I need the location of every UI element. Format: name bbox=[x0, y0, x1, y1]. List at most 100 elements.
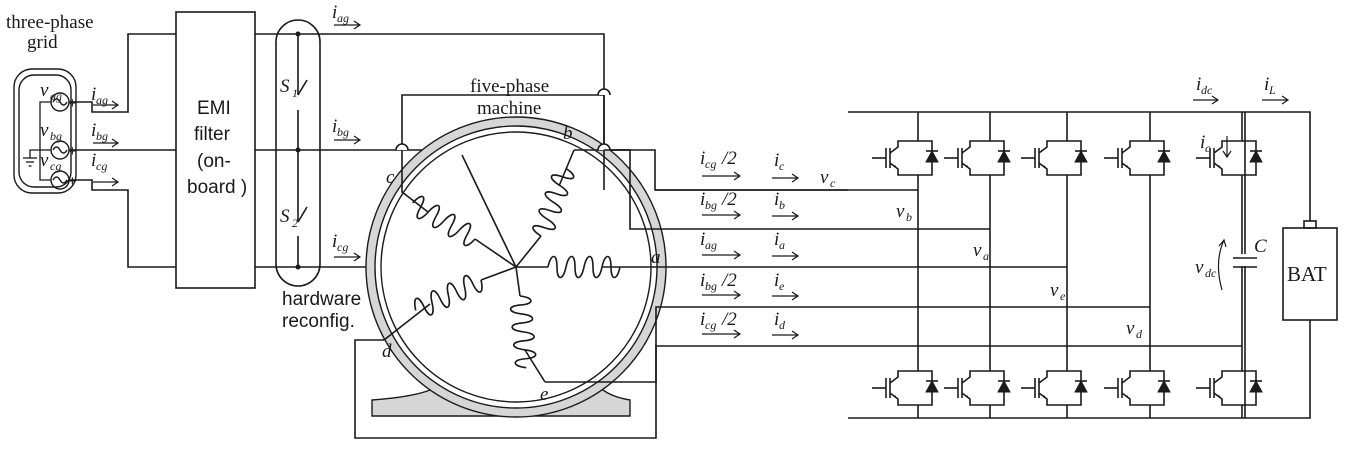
current-label: i bbox=[91, 84, 96, 105]
dc-current-ic: i c bbox=[1200, 132, 1232, 159]
voltage-label: v bbox=[820, 167, 829, 188]
source-label: v bbox=[40, 120, 49, 141]
terminal-e: e bbox=[540, 384, 548, 405]
polarity-plus: + bbox=[68, 143, 77, 160]
grid-title-line1: three-phase bbox=[6, 12, 94, 33]
grid-title-line2: grid bbox=[27, 32, 58, 53]
source-subscript: ag bbox=[50, 89, 62, 103]
line-current-icg: i cg bbox=[332, 231, 362, 262]
voltage-label: v bbox=[1195, 257, 1204, 278]
phase-current-d: i d bbox=[772, 309, 800, 340]
winding-a bbox=[547, 255, 848, 279]
igbt-upper-2 bbox=[944, 135, 1011, 176]
igbt-upper-1 bbox=[872, 135, 939, 176]
current-tail: /2 bbox=[721, 189, 737, 210]
terminal-a: a bbox=[651, 247, 661, 268]
current-label: i bbox=[774, 189, 779, 210]
line-current-ibg: i bg bbox=[332, 116, 362, 145]
voltage-label: v bbox=[1126, 318, 1135, 339]
current-label: i bbox=[700, 270, 705, 291]
current-subscript: c bbox=[1205, 141, 1211, 155]
winding-b bbox=[532, 167, 575, 237]
current-subscript: bg bbox=[705, 198, 717, 212]
emi-label-1: EMI bbox=[197, 98, 231, 119]
battery: BAT bbox=[1282, 220, 1338, 321]
phase-voltage-b: v b bbox=[896, 201, 912, 224]
voltage-subscript: e bbox=[1060, 289, 1066, 303]
switch-label: S bbox=[280, 206, 290, 227]
branch-current-c: i cg /2 bbox=[700, 148, 742, 181]
winding-e bbox=[509, 295, 537, 369]
machine-label-1: five-phase bbox=[470, 76, 549, 97]
winding-d bbox=[414, 274, 483, 316]
phase-voltage-c: v c bbox=[820, 167, 836, 190]
current-subscript: e bbox=[779, 279, 785, 293]
source-label: v bbox=[40, 150, 49, 171]
source-subscript: cg bbox=[50, 159, 61, 173]
current-subscript: c bbox=[779, 159, 785, 173]
current-label: i bbox=[774, 309, 779, 330]
dc-current-iL: i L bbox=[1262, 74, 1290, 105]
voltage-subscript: d bbox=[1136, 327, 1143, 341]
igbt-upper-3 bbox=[1021, 135, 1088, 176]
igbt-upper-5 bbox=[1196, 135, 1263, 176]
terminal-d: d bbox=[382, 341, 392, 362]
igbt-lower-4 bbox=[1104, 365, 1171, 406]
emi-filter: EMI filter (on- board ) bbox=[175, 11, 256, 289]
line-current-iag: i ag bbox=[332, 2, 362, 30]
current-subscript: d bbox=[779, 318, 786, 332]
phase-current-e: i e bbox=[772, 270, 800, 301]
current-label: i bbox=[700, 309, 705, 330]
capacitor-label: C bbox=[1254, 236, 1267, 257]
current-label: i bbox=[91, 120, 96, 141]
switch-subscript: 2 bbox=[292, 216, 298, 230]
current-label: i bbox=[700, 189, 705, 210]
current-label: i bbox=[91, 150, 96, 171]
current-subscript: a bbox=[779, 238, 785, 252]
current-subscript: cg bbox=[337, 240, 348, 254]
current-subscript: L bbox=[1268, 83, 1276, 97]
phase-voltage-e: v e bbox=[1050, 280, 1066, 303]
five-leg-inverter bbox=[848, 111, 1311, 419]
voltage-subscript: c bbox=[830, 176, 836, 190]
emi-label-2: filter bbox=[194, 124, 231, 145]
branch-current-e: i bg /2 bbox=[700, 270, 742, 300]
phase-current-a: i a bbox=[772, 229, 800, 261]
phase-current-c: i c bbox=[772, 150, 800, 183]
igbt-lower-1 bbox=[872, 365, 939, 406]
current-label: i bbox=[700, 229, 705, 250]
five-phase-machine: five-phase machine a b c bbox=[365, 76, 848, 418]
current-tail: /2 bbox=[721, 148, 737, 169]
current-label: i bbox=[332, 2, 337, 23]
ground-icon bbox=[23, 157, 37, 167]
source-vag: v ag + bbox=[40, 80, 77, 112]
voltage-subscript: dc bbox=[1205, 266, 1217, 280]
current-subscript: ag bbox=[705, 238, 717, 252]
current-subscript: cg bbox=[96, 159, 107, 173]
winding-c bbox=[412, 195, 476, 247]
current-label: i bbox=[332, 231, 337, 252]
hw-label-2: reconfig. bbox=[282, 311, 355, 332]
current-label: i bbox=[700, 148, 705, 169]
phase-voltage-a: v a bbox=[973, 240, 989, 263]
current-label: i bbox=[774, 150, 779, 171]
switch-s2: S 2 bbox=[280, 150, 308, 267]
igbt-upper-4 bbox=[1104, 135, 1171, 176]
current-subscript: ag bbox=[337, 11, 349, 25]
voltage-label: v bbox=[896, 201, 905, 222]
grid-current-icg: i cg bbox=[91, 150, 120, 187]
source-subscript: bg bbox=[50, 129, 62, 143]
battery-label: BAT bbox=[1287, 262, 1327, 286]
current-subscript: bg bbox=[337, 125, 349, 139]
current-subscript: dc bbox=[1201, 83, 1213, 97]
grid-current-iag: i ag bbox=[91, 84, 120, 110]
emi-label-3: (on- bbox=[197, 151, 231, 172]
current-subscript: ag bbox=[96, 93, 108, 107]
dc-current-idc: i dc bbox=[1193, 74, 1220, 105]
current-label: i bbox=[1196, 74, 1201, 95]
phase-current-b: i b bbox=[772, 189, 800, 221]
branch-current-d: i cg /2 bbox=[700, 309, 742, 339]
phase-voltage-d: v d bbox=[1126, 318, 1143, 341]
current-label: i bbox=[774, 229, 779, 250]
